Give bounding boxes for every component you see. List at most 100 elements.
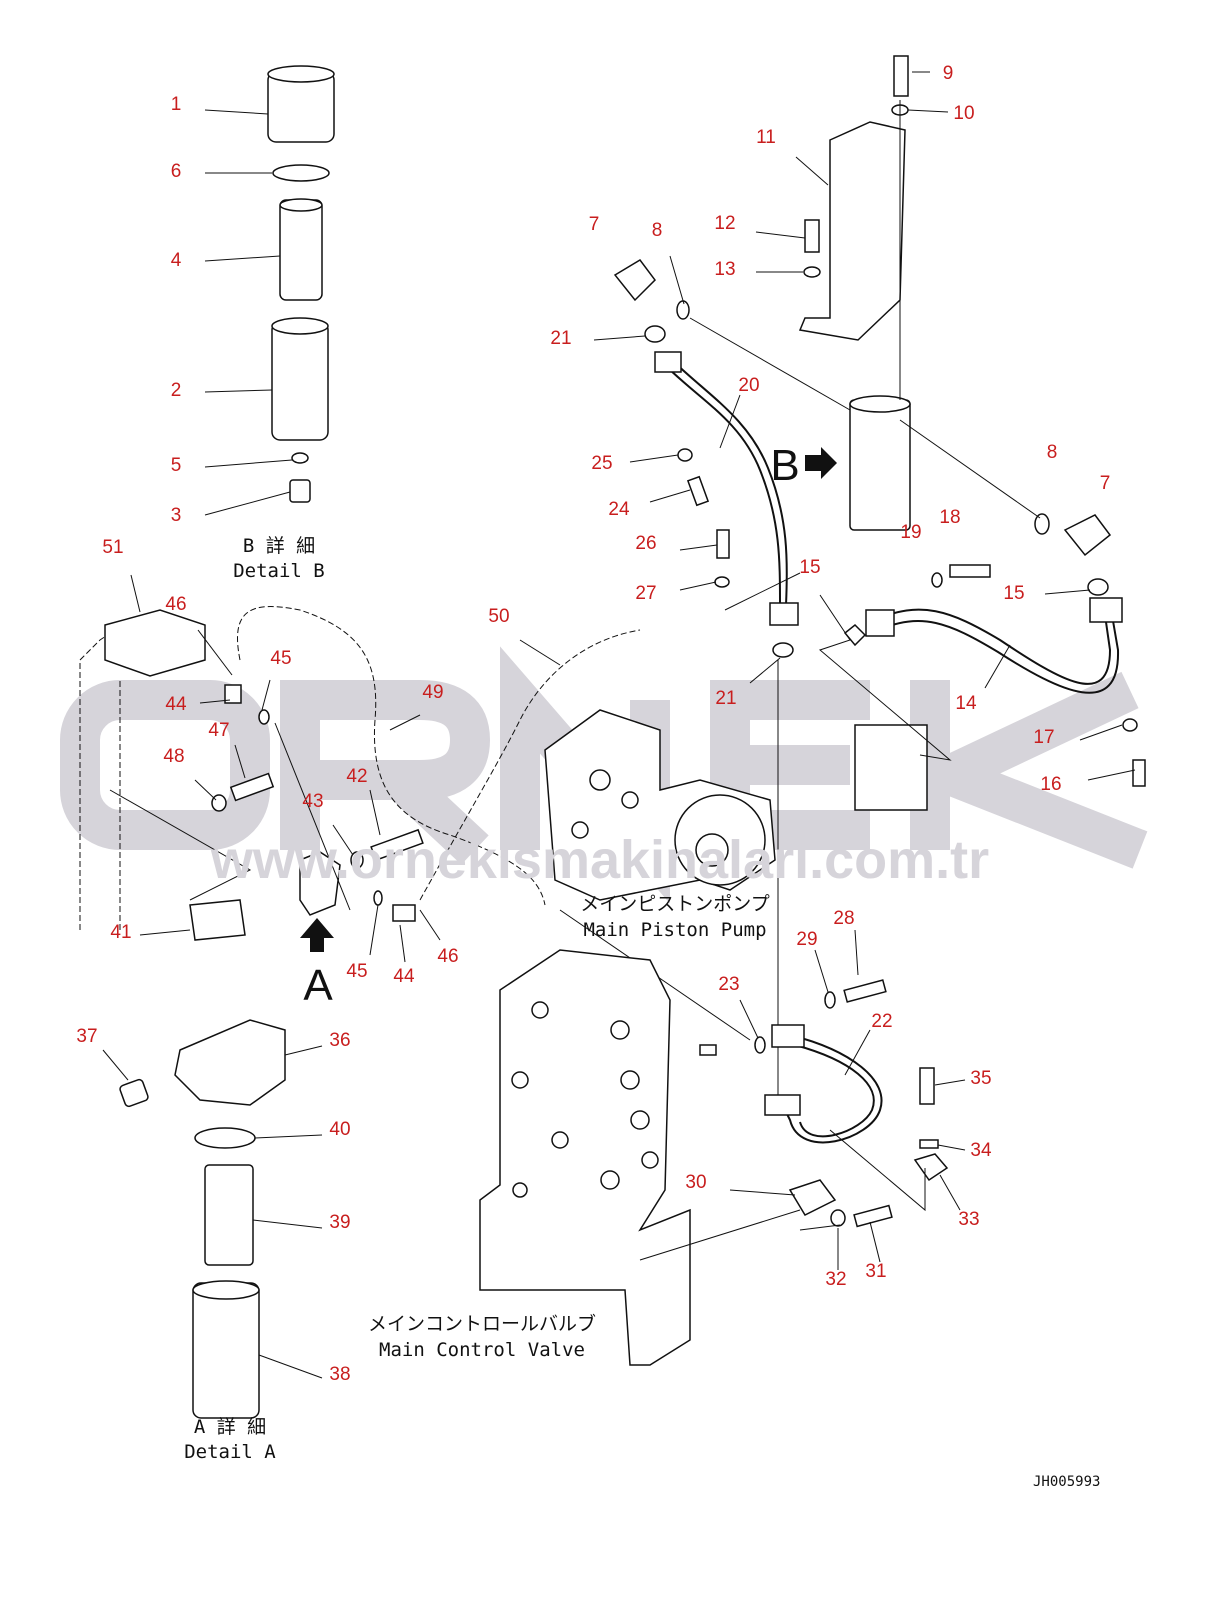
view-b-label: B [770, 441, 799, 490]
part-label: 11 [756, 127, 776, 148]
pump-port-block [854, 724, 928, 811]
filter-assembly-b [593, 55, 1146, 1100]
captions: B 詳 細 Detail B A 詳 細 Detail A メインピストンポンプ… [184, 441, 1100, 1490]
part-label: 21 [550, 328, 571, 349]
watermark-letter-r [280, 680, 491, 865]
part-label: 44 [165, 694, 187, 715]
part-label: 41 [110, 922, 131, 943]
watermark-letter-e [710, 680, 870, 850]
detail-b-parts [267, 65, 335, 503]
valve-jp: メインコントロールバルブ [368, 1312, 596, 1335]
part-label: 24 [608, 499, 630, 520]
detail-a-parts [102, 1019, 323, 1419]
part-label: 40 [329, 1119, 350, 1140]
arrow-b-icon [805, 447, 837, 479]
view-a-label: A [303, 961, 333, 1010]
pipe-22 [784, 1034, 883, 1144]
pipe-22-assembly [639, 929, 966, 1270]
arrow-a-icon [300, 918, 334, 952]
part-label: 17 [1033, 727, 1054, 748]
filter-head-a [174, 1019, 286, 1106]
watermark-letter-k [899, 671, 1148, 869]
valve-en: Main Control Valve [379, 1339, 585, 1361]
part-label: 42 [346, 766, 367, 787]
watermark-url: www.ornekismakinalari.com.tr [210, 830, 989, 890]
part-label: 15 [799, 557, 820, 578]
part-label: 16 [1040, 774, 1061, 795]
part-label: 48 [163, 746, 184, 767]
part-label: 14 [955, 693, 977, 714]
elbow-fitting [613, 259, 656, 302]
hose-20 [664, 364, 781, 606]
part-label: 35 [970, 1068, 991, 1089]
part-label: 13 [714, 259, 735, 280]
filter-housing [849, 399, 911, 531]
part-label: 46 [165, 594, 186, 615]
part-label: 31 [865, 1261, 886, 1282]
part-label: 3 [171, 505, 182, 526]
part-label: 45 [270, 648, 291, 669]
part-label: 7 [589, 214, 600, 235]
hose-49 [237, 606, 546, 906]
left-assembly [79, 574, 751, 1041]
part-label: 20 [738, 375, 759, 396]
part-label: 50 [488, 606, 509, 627]
part-label: 46 [437, 946, 458, 967]
part-label: 39 [329, 1212, 350, 1233]
part-label: 45 [346, 961, 367, 982]
bracket [798, 121, 906, 341]
filter-case-a [192, 1282, 260, 1419]
part-label: 36 [329, 1030, 350, 1051]
main-control-valve [479, 949, 766, 1366]
part-label: 12 [714, 213, 735, 234]
part-label: 34 [970, 1140, 992, 1161]
part-label: 8 [1047, 442, 1058, 463]
main-piston-pump [544, 709, 776, 901]
part-label: 5 [171, 455, 182, 476]
part-label: 21 [715, 688, 736, 709]
part-label: 29 [796, 929, 817, 950]
part-label: 26 [635, 533, 656, 554]
filter-element-a [204, 1164, 254, 1266]
detail-b-jp: B 詳 細 [243, 535, 315, 557]
detail-b-en: Detail B [233, 560, 325, 582]
part-label: 33 [958, 1209, 979, 1230]
part-label: 1 [171, 94, 182, 115]
part-label: 32 [825, 1269, 846, 1290]
part-label: 44 [393, 966, 415, 987]
part-label: 25 [591, 453, 612, 474]
part-label: 43 [302, 791, 323, 812]
part-label: 6 [171, 161, 182, 182]
part-label: 18 [939, 507, 960, 528]
drawing-code: JH005993 [1033, 1474, 1100, 1490]
pump-jp: メインピストンポンプ [580, 893, 769, 915]
filter-element [279, 199, 323, 301]
part-label: 9 [943, 63, 954, 84]
leader-lines [593, 71, 1136, 1100]
part-label: 51 [102, 537, 123, 558]
part-label: 7 [1100, 473, 1111, 494]
hose-14 [874, 608, 1112, 685]
part-label: 30 [685, 1172, 706, 1193]
part-label: 10 [953, 103, 974, 124]
part-label: 19 [900, 522, 921, 543]
detail-a-jp: A 詳 細 [194, 1416, 266, 1438]
part-label: 28 [833, 908, 854, 929]
part-label: 15 [1003, 583, 1024, 604]
part-label: 22 [871, 1011, 892, 1032]
mounting-block [104, 609, 206, 677]
filter-case [271, 321, 329, 441]
part-label: 8 [652, 220, 663, 241]
part-label: 37 [76, 1026, 97, 1047]
o-ring [272, 164, 330, 182]
pump-en: Main Piston Pump [583, 919, 766, 941]
part-label: 49 [422, 682, 443, 703]
part-label: 4 [171, 250, 182, 271]
part-label: 23 [718, 974, 739, 995]
part-label: 27 [635, 583, 656, 604]
line-filter [299, 851, 341, 916]
part-label: 2 [171, 380, 182, 401]
part-labels: 1 6 4 2 5 3 51 46 45 44 47 48 42 43 41 4… [76, 63, 1110, 1385]
